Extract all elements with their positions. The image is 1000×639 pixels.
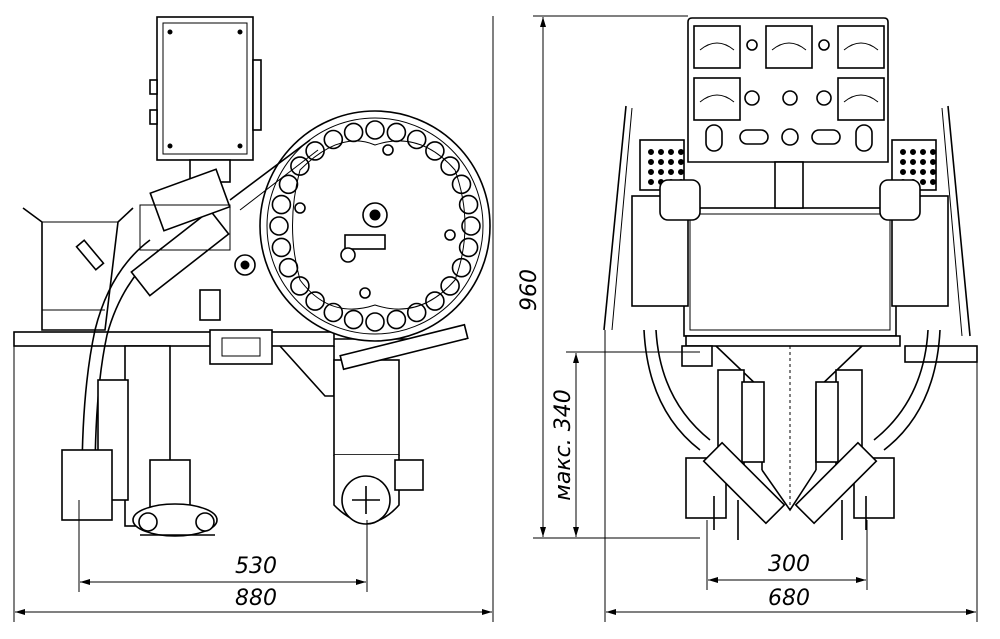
plate-perforation <box>648 159 654 165</box>
plate-perforation <box>930 169 936 175</box>
furrow-opener <box>61 345 218 537</box>
front-beam <box>681 335 978 367</box>
disk-hole <box>365 312 385 332</box>
seed-disk <box>259 110 491 342</box>
front-hopper <box>631 161 949 337</box>
plate-perforation <box>910 169 916 175</box>
plate-perforation <box>658 159 664 165</box>
plate-perforation <box>920 159 926 165</box>
disk-hole <box>278 257 299 278</box>
plate-perforation <box>648 149 654 155</box>
plate-perforation <box>910 149 916 155</box>
main-frame <box>13 329 466 397</box>
linkage <box>75 168 256 321</box>
disk-hole <box>461 216 481 236</box>
plate-perforation <box>648 169 654 175</box>
dim-label-680: 680 <box>768 586 810 611</box>
plate-perforation <box>648 179 654 185</box>
plate-perforation <box>668 149 674 155</box>
disk-hole <box>271 237 292 258</box>
dim-label-960: 960 <box>517 269 542 311</box>
right-dimensions: 960 макс. 340 300 680 <box>517 15 978 622</box>
plate-perforation <box>900 149 906 155</box>
plate-perforation <box>678 149 684 155</box>
dim-label-880: 880 <box>235 586 277 611</box>
disk-hole <box>386 122 407 143</box>
disk-hole <box>343 122 364 143</box>
plate-perforation <box>658 169 664 175</box>
side-view: 530 880 <box>13 16 494 622</box>
disk-hole <box>269 216 289 236</box>
left-dimensions: 530 880 <box>13 16 494 622</box>
plate-perforation <box>930 179 936 185</box>
plate-perforation <box>920 169 926 175</box>
disk-hole <box>290 276 310 296</box>
plate-perforation <box>658 149 664 155</box>
plate-perforation <box>920 179 926 185</box>
dim-label-max-340: макс. 340 <box>551 389 576 500</box>
disk-hole <box>406 129 427 150</box>
front-seed-tubes <box>643 329 941 451</box>
instrument-panel <box>687 17 889 163</box>
plate-perforation <box>930 149 936 155</box>
disk-hole <box>278 174 299 195</box>
plate-perforation <box>930 159 936 165</box>
plate-perforation <box>900 159 906 165</box>
front-view: 960 макс. 340 300 680 <box>517 15 978 622</box>
opener-discs <box>685 441 895 540</box>
disk-hole <box>305 291 325 311</box>
plate-perforation <box>668 169 674 175</box>
disk-hole <box>365 120 385 140</box>
disk-hole <box>323 302 344 323</box>
disk-hole <box>386 309 407 330</box>
disk-hole <box>440 156 460 176</box>
seed-hopper <box>22 207 134 331</box>
dim-label-300: 300 <box>768 552 810 577</box>
plate-perforation <box>900 169 906 175</box>
disk-hole <box>271 194 292 215</box>
plate-perforation <box>678 159 684 165</box>
plate-perforation <box>668 159 674 165</box>
press-wheel-arm <box>333 323 469 525</box>
plate-perforation <box>678 169 684 175</box>
disk-hole <box>451 257 472 278</box>
disk-hole <box>343 309 364 330</box>
plate-perforation <box>920 149 926 155</box>
disk-hole <box>290 156 310 176</box>
control-box <box>149 16 262 183</box>
plate-perforation <box>910 159 916 165</box>
dim-label-530: 530 <box>235 554 277 579</box>
disk-hole <box>425 291 445 311</box>
